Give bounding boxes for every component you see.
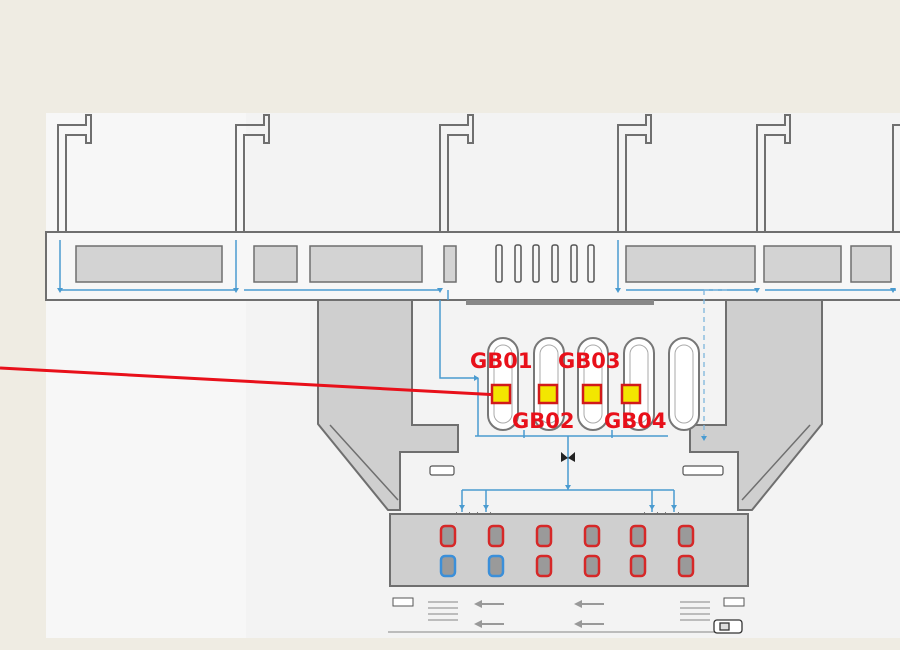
pier-rooms	[75, 245, 892, 283]
jetway-bridge	[439, 114, 474, 232]
down-arrow-icon	[459, 505, 465, 510]
benches	[429, 465, 724, 476]
gate-marker-gb01	[490, 383, 512, 405]
jetway-bridges	[57, 114, 900, 232]
jetway-bridge	[617, 114, 652, 232]
parking-stall	[487, 554, 505, 578]
bench-icon	[429, 465, 455, 476]
parking-stall	[535, 524, 553, 548]
label-gb02: GB02	[512, 409, 574, 433]
stair	[551, 244, 559, 283]
pier-room	[443, 245, 457, 283]
gate-marker-gb02	[537, 383, 559, 405]
gate-marker-gb03	[581, 383, 603, 405]
stair	[532, 244, 540, 283]
down-arrow-icon	[754, 288, 760, 293]
gate-labels: GB01 GB02 GB03 GB04	[470, 349, 666, 433]
down-arrow-icon	[890, 288, 896, 293]
down-arrow-icon	[483, 505, 489, 510]
left-arrow-icon	[474, 600, 504, 608]
label-gb01: GB01	[470, 349, 532, 373]
jetway-bridge	[57, 114, 92, 232]
down-arrow-icon	[701, 436, 707, 441]
parking-stall	[677, 524, 695, 548]
parking-stall	[535, 554, 553, 578]
stair	[587, 244, 595, 283]
jetway-bridge	[756, 114, 791, 232]
bench-icon	[723, 597, 745, 607]
flow-arrows	[57, 288, 896, 510]
traffic-arrows	[474, 600, 604, 628]
label-gb03: GB03	[558, 349, 620, 373]
roadway	[388, 597, 745, 634]
hall-inner-walls	[329, 424, 811, 501]
left-arrow-icon	[574, 620, 604, 628]
parking-stall	[583, 554, 601, 578]
hall-walls	[317, 299, 823, 511]
pier-room	[625, 245, 756, 283]
bench-icon	[392, 597, 414, 607]
parking-stall	[677, 554, 695, 578]
pier-room	[253, 245, 298, 283]
right-arrow-icon	[474, 375, 479, 381]
bench-icon	[682, 465, 724, 476]
parking-stall	[487, 524, 505, 548]
pier-room	[75, 245, 223, 283]
jetway-bridge	[892, 124, 900, 232]
down-arrow-icon	[437, 288, 443, 293]
pier-room	[850, 245, 892, 283]
parking-stall	[439, 524, 457, 548]
passenger-flow-dashed	[703, 289, 728, 440]
label-gb04: GB04	[604, 409, 666, 433]
down-arrow-icon	[615, 288, 621, 293]
stair	[570, 244, 578, 283]
down-arrow-icon	[57, 288, 63, 293]
car-icon	[713, 619, 743, 634]
jetway-bridge	[235, 114, 270, 232]
down-arrow-icon	[649, 505, 655, 510]
gate-markers	[490, 383, 642, 405]
hall-wall-left	[317, 299, 459, 511]
down-arrow-icon	[565, 485, 571, 490]
gate-marker-gb04	[620, 383, 642, 405]
down-arrow-icon	[233, 288, 239, 293]
pier-threshold-bar	[466, 300, 654, 305]
stair	[514, 244, 522, 283]
stair	[495, 244, 503, 283]
left-arrow-icon	[474, 620, 504, 628]
callout-leader-line	[0, 366, 501, 397]
hall-wall-right	[689, 299, 823, 511]
road-markings	[388, 601, 740, 633]
pier-room	[309, 245, 423, 283]
left-arrow-icon	[574, 600, 604, 608]
stair-blocks	[495, 244, 595, 283]
pier-room	[763, 245, 842, 283]
parking-stall	[629, 554, 647, 578]
parking-stall	[629, 524, 647, 548]
queue-loop-icon	[668, 337, 700, 431]
double-door-icon	[561, 452, 575, 462]
parking-stall	[583, 524, 601, 548]
parking-stalls	[439, 524, 695, 578]
down-arrow-icon	[671, 505, 677, 510]
parking-stall	[439, 554, 457, 578]
